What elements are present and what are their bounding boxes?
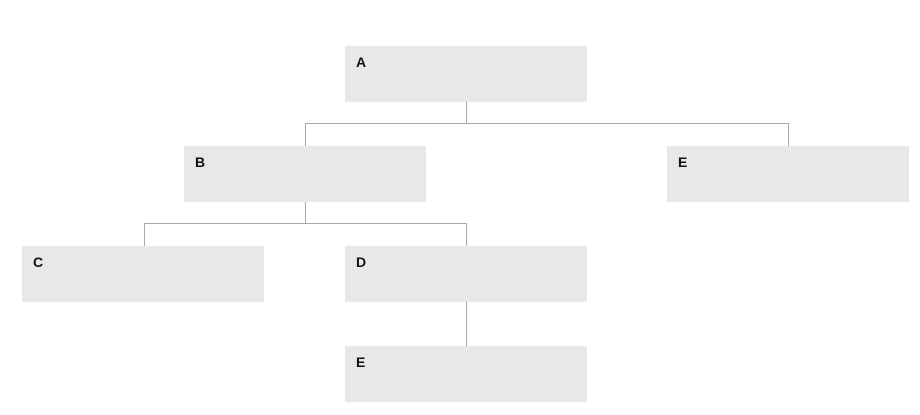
- node-a[interactable]: A: [345, 46, 587, 102]
- node-b[interactable]: B: [184, 146, 426, 202]
- node-c[interactable]: C: [22, 246, 264, 302]
- node-e-top-label: E: [678, 154, 688, 170]
- connector-b-d: [305, 223, 467, 246]
- node-e-top[interactable]: E: [667, 146, 909, 202]
- connector-a-b: [305, 102, 467, 146]
- node-d[interactable]: D: [345, 246, 587, 302]
- node-e-bottom-label: E: [356, 354, 366, 370]
- node-b-label: B: [195, 154, 206, 170]
- connector-b-c: [144, 202, 306, 246]
- node-a-label: A: [356, 54, 367, 70]
- connector-a-e: [466, 123, 789, 146]
- node-d-label: D: [356, 254, 367, 270]
- node-e-bottom[interactable]: E: [345, 346, 587, 402]
- node-c-label: C: [33, 254, 44, 270]
